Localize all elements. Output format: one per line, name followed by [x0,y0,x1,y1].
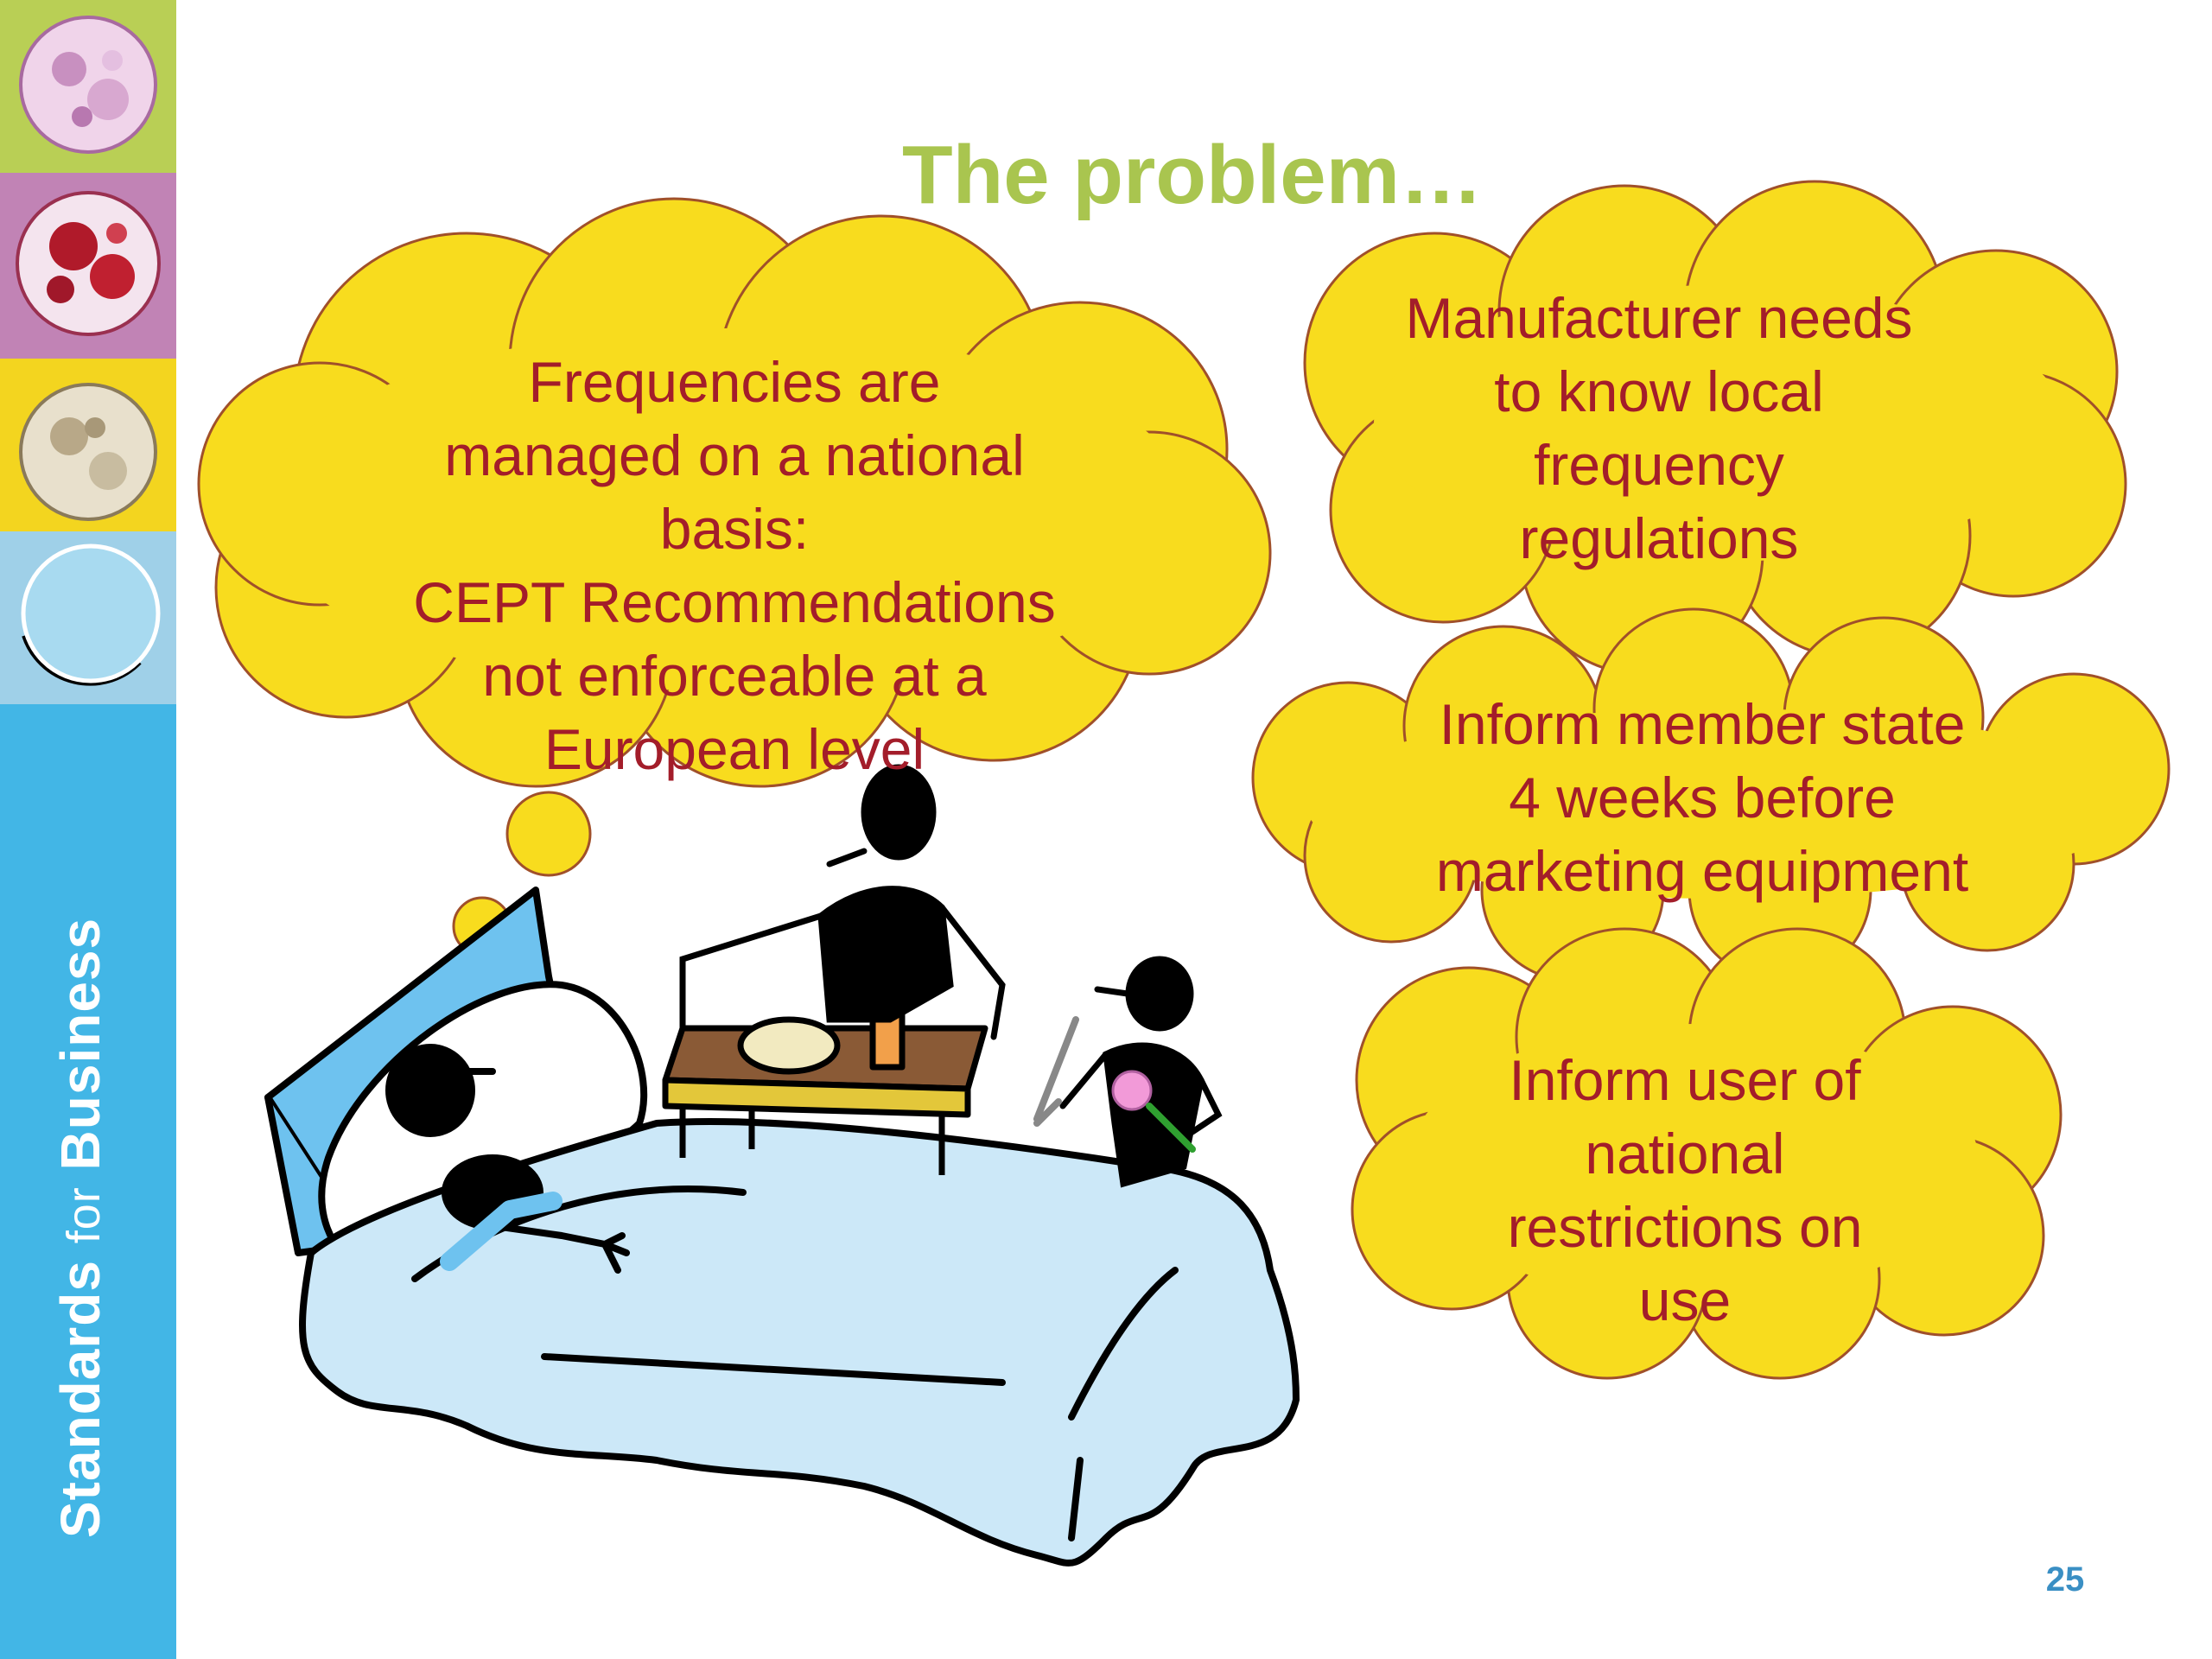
child-figure [1033,956,1223,1188]
bubble-line: European level [543,717,925,781]
bubble-line: basis: [659,497,810,561]
bubble-line: Frequencies are [528,350,941,414]
page-number: 25 [2045,1560,2085,1599]
thought-cloud-4 [1351,927,2063,1380]
bubble-line: 4 weeks before [1509,766,1896,830]
bubble-text-user: Inform user of national restrictions on … [1408,1044,1961,1338]
bubble-line: regulations [1519,506,1799,570]
swatch-purple [0,173,176,359]
moon-beige-icon [19,383,157,521]
bubble-line: to know local [1494,359,1824,423]
swatch-green [0,0,176,173]
bubble-line: use [1638,1268,1732,1332]
bubble-text-manufacturer: Manufacturer needs to know local frequen… [1313,282,2005,575]
sidebar: Standards for Business [0,0,176,1659]
bubble-line: Inform user of [1509,1048,1861,1112]
bubble-line: CEPT Recommendations [413,570,1056,634]
bubble-line: restrictions on [1507,1195,1863,1259]
bubble-line: not enforceable at a [482,644,987,708]
bubble-text-frequencies: Frequencies are managed on a national ba… [328,346,1141,786]
swatch-light-blue [0,531,176,704]
swatch-yellow [0,359,176,531]
waiter-figure [679,764,1006,1040]
bed [264,887,1300,1567]
bubble-line: national [1585,1122,1785,1185]
moon-blue-icon [21,543,161,686]
slide-title: The problem… [901,129,1484,221]
bubble-line: marketing equipment [1435,839,1969,903]
bubble-text-member-state: Inform member state 4 weeks before marke… [1348,688,2056,908]
thought-cloud-1 [197,197,1272,788]
bubble-line: Manufacturer needs [1405,286,1913,350]
moon-pink-icon [19,16,157,154]
moon-red-icon [16,191,161,336]
bubble-line: Inform member state [1439,692,1966,756]
bubble-line: frequency [1534,433,1784,497]
bubble-line: managed on a national [444,423,1025,487]
